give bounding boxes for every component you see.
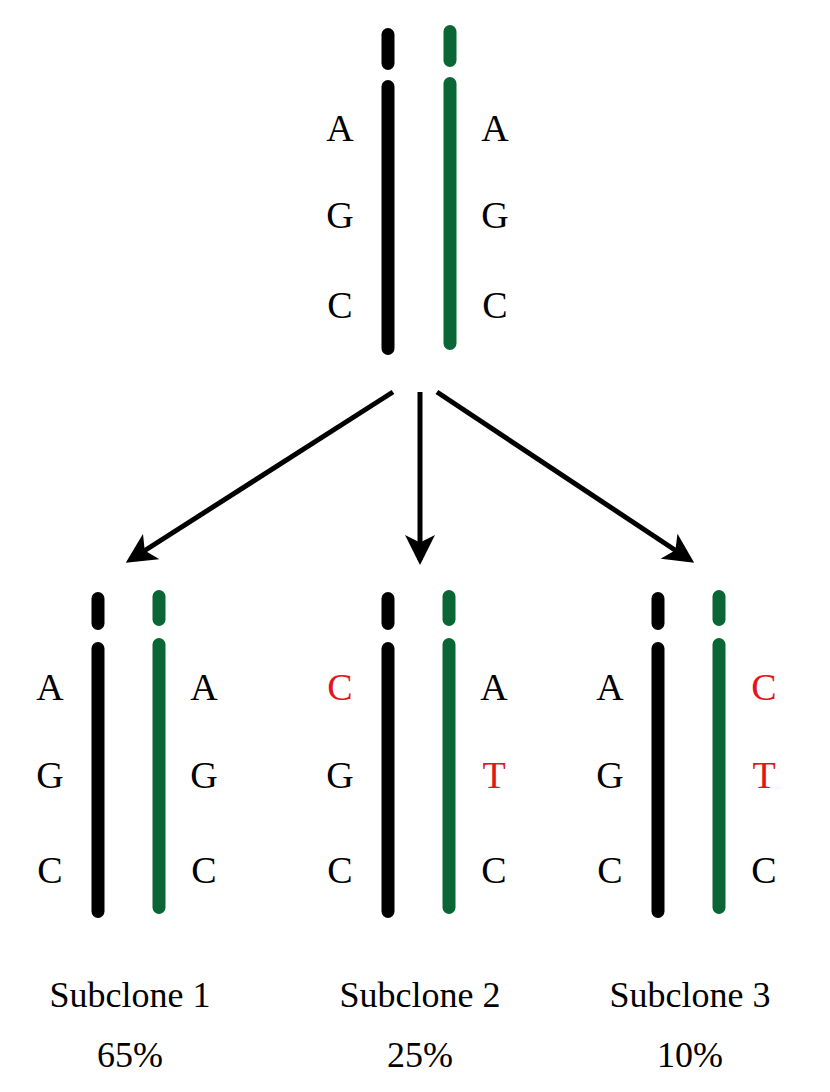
parent-cell: AGCAGC [310, 15, 530, 392]
base-letter: C [588, 848, 632, 892]
subclone-name: Subclone 2 [310, 973, 530, 1017]
chromosome-arm [382, 87, 395, 349]
chromosome-arm [444, 84, 457, 344]
subclone-cell: AGCCTCSubclone 310% [580, 560, 800, 1085]
base-letter: G [318, 753, 362, 797]
chromosome-arm [382, 599, 395, 624]
base-letter: G [28, 753, 72, 797]
base-letter: A [472, 665, 516, 709]
base-letter: C [472, 848, 516, 892]
base-letter: C [318, 848, 362, 892]
chromosome-arm [382, 649, 395, 912]
base-letter: C [28, 848, 72, 892]
chromosome-arm [92, 599, 105, 624]
lineage-arrow [437, 392, 690, 560]
lineage-arrow [130, 392, 393, 560]
base-letter: C [473, 283, 517, 327]
chromosome-arm [443, 645, 456, 908]
chromosome-arm [652, 649, 665, 912]
chromosome-arm [652, 599, 665, 624]
subclone-cell: CGCATCSubclone 225% [310, 560, 530, 1085]
base-letter: A [28, 665, 72, 709]
base-letter: A [318, 106, 362, 150]
base-letter: C [742, 665, 786, 709]
subclone-name: Subclone 1 [20, 973, 240, 1017]
base-letter: T [472, 753, 516, 797]
base-letter: C [742, 848, 786, 892]
chromosome-arm [153, 597, 166, 620]
base-letter: C [318, 665, 362, 709]
subclone-percent: 65% [20, 1033, 240, 1077]
chromosome-arm [92, 649, 105, 912]
base-letter: C [318, 283, 362, 327]
chromosome-arm [713, 597, 726, 620]
chromosome-arm [713, 645, 726, 908]
base-letter: G [473, 193, 517, 237]
chromosome-arm [443, 597, 456, 620]
lineage-arrow [418, 392, 423, 560]
subclone-percent: 25% [310, 1033, 530, 1077]
subclone-cell: AGCAGCSubclone 165% [20, 560, 240, 1085]
base-letter: A [473, 106, 517, 150]
base-letter: C [182, 848, 226, 892]
subclone-name: Subclone 3 [580, 973, 800, 1017]
base-letter: A [588, 665, 632, 709]
base-letter: G [318, 193, 362, 237]
chromosome-arm [382, 35, 395, 64]
chromosome-arm [153, 645, 166, 908]
base-letter: T [742, 753, 786, 797]
subclone-percent: 10% [580, 1033, 800, 1077]
base-letter: G [182, 753, 226, 797]
chromosome-arm [444, 32, 457, 61]
base-letter: G [588, 753, 632, 797]
base-letter: A [182, 665, 226, 709]
